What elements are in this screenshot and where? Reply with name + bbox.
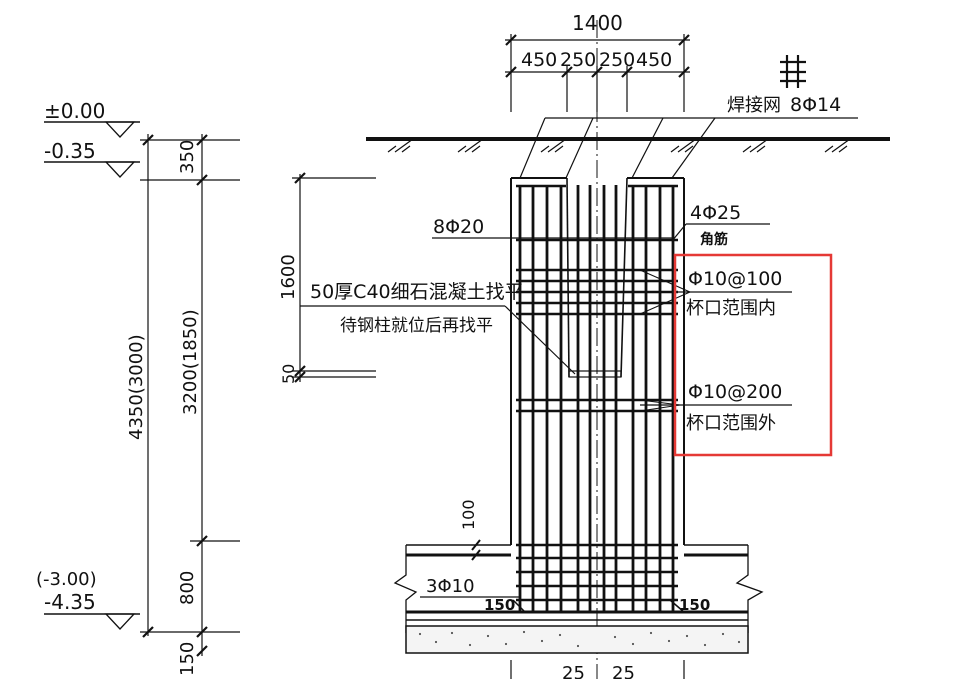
cup-depth-dimension: 1600 50: [278, 172, 376, 384]
weld-mesh-callout: 焊接网 8Φ14: [519, 55, 858, 179]
elevation-label-1: -0.35: [44, 139, 96, 163]
weld-mesh-symbol: [780, 55, 806, 88]
grout-layer: [568, 370, 622, 378]
elevation-triangle: [104, 121, 136, 138]
stirrup-outside-spec: Φ10@200: [688, 381, 782, 403]
dim-450-left: 450: [521, 49, 557, 71]
highlight-box: [673, 253, 833, 457]
elevation-label-0: ±0.00: [44, 99, 105, 123]
dim-25-left: 25: [562, 663, 585, 679]
elevation-triangle: [104, 161, 136, 178]
vertical-rebars: [518, 185, 675, 612]
dim-100: 100: [459, 499, 478, 530]
dim-25-right: 25: [612, 663, 635, 679]
dim-150-right: 150: [679, 596, 710, 614]
dim-3200: 3200(1850): [180, 309, 201, 415]
stirrup-inside-spec: Φ10@100: [688, 268, 782, 290]
elevation-triangle: [104, 613, 136, 630]
dim-150: 150: [177, 642, 198, 676]
label-8phi20: 8Φ20: [433, 216, 484, 238]
elevation-markers: ±0.00 -0.35 (-3.00) -4.35: [36, 99, 140, 630]
elevation-label-3: -4.35: [44, 590, 96, 614]
dim-800: 800: [177, 571, 198, 605]
dim-1600: 1600: [278, 254, 299, 300]
stirrup-inside-desc: 杯口范围内: [686, 298, 776, 319]
label-3phi10: 3Φ10: [426, 576, 475, 597]
elevation-label-2: (-3.00): [36, 569, 97, 590]
dim-250-right: 250: [599, 49, 635, 71]
weld-mesh-label: 焊接网: [727, 95, 781, 116]
dim-250-left: 250: [560, 49, 596, 71]
dim-150-left: 150: [484, 596, 515, 614]
blinding-layer: [405, 625, 749, 654]
label-corner-bar: 角筋: [700, 231, 728, 248]
dim-350: 350: [177, 140, 198, 174]
dim-50: 50: [279, 364, 298, 384]
leveling-note-line1: 50厚C40细石混凝土找平: [310, 281, 524, 303]
vertical-dimension-lines: 350 4350(3000) 3200(1850) 800 150: [126, 134, 240, 676]
footing: 25 25 150 150 100: [393, 499, 764, 679]
weld-mesh-spec: 8Φ14: [790, 94, 841, 116]
dim-450-right: 450: [636, 49, 672, 71]
pedestal-column: [510, 20, 685, 679]
rebar-callouts: 8Φ20 4Φ25 角筋 50厚C40细石混凝土找平 待钢柱就位后再找平 Φ10…: [300, 202, 792, 598]
stirrup-outside-desc: 杯口范围外: [686, 413, 776, 434]
leveling-note-line2: 待钢柱就位后再找平: [340, 316, 493, 336]
ground-line: [366, 137, 890, 153]
label-4phi25: 4Φ25: [690, 202, 741, 224]
dim-4350: 4350(3000): [126, 334, 147, 440]
